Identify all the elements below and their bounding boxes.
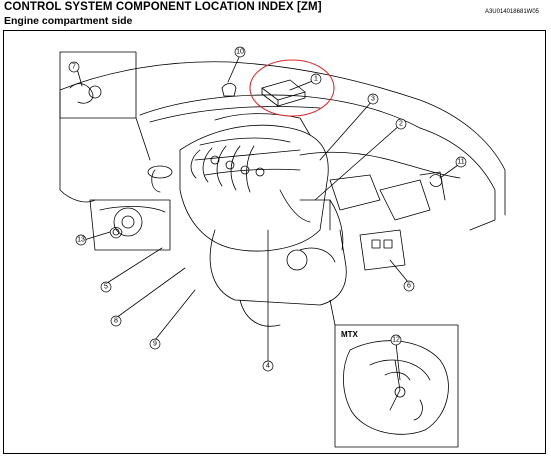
component-1-part (261, 79, 306, 101)
callout-1 (310, 73, 322, 85)
highlight-circle (249, 59, 335, 117)
right-fender (419, 127, 496, 231)
callout-11 (455, 156, 467, 168)
callout-12 (390, 334, 402, 346)
firewall-line (139, 94, 421, 129)
callout-label-9: 9 (153, 341, 157, 348)
callout-label-8: 8 (114, 318, 118, 325)
diagram-frame (3, 30, 546, 454)
callout-2 (395, 118, 407, 130)
callout-label-4: 4 (266, 363, 270, 370)
radiator (89, 199, 171, 251)
cowl-line (149, 106, 321, 123)
document-id: A3U014018681W05 (484, 9, 539, 15)
callout-label-13: 13 (77, 237, 85, 244)
page-title: CONTROL SYSTEM COMPONENT LOCATION INDEX … (4, 1, 322, 13)
callout-8 (110, 315, 122, 327)
callout-10 (234, 46, 246, 58)
callout-label-10: 10 (236, 49, 244, 56)
callout-6 (403, 280, 415, 292)
callout-13 (75, 234, 87, 246)
callout-4 (262, 360, 274, 372)
callout-label-11: 11 (457, 159, 464, 166)
page-subtitle: Engine compartment side (4, 15, 133, 27)
callout-label-5: 5 (104, 284, 108, 291)
callout-label-1: 1 (314, 76, 318, 83)
callout-label-7: 7 (72, 64, 76, 71)
callout-label-2: 2 (399, 121, 403, 128)
callout-3 (367, 93, 379, 105)
callout-7 (68, 61, 80, 73)
engine-block (179, 124, 329, 252)
fender-left (59, 91, 96, 203)
hood-outline (59, 61, 506, 216)
callout-label-6: 6 (407, 283, 411, 290)
callout-label-12: 12 (392, 337, 400, 344)
mtx-label: MTX (341, 330, 359, 339)
transmission (209, 229, 347, 306)
callout-5 (100, 281, 112, 293)
callout-group (68, 46, 467, 372)
relay-box (359, 229, 406, 271)
callout-9 (149, 338, 161, 350)
inset-box-top-left (59, 51, 137, 119)
callout-label-3: 3 (371, 96, 375, 103)
mtx-inset-box (334, 324, 459, 448)
